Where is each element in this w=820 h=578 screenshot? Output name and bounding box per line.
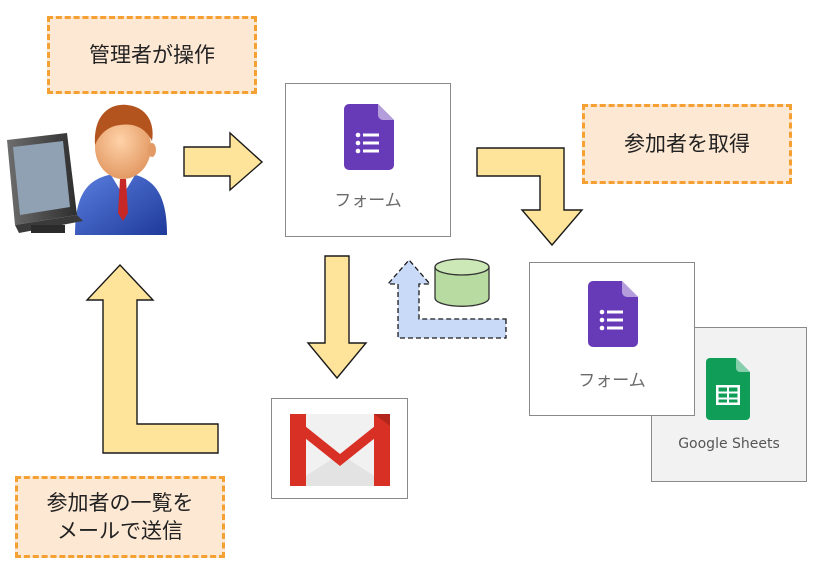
form-card-right-label: フォーム (578, 371, 646, 391)
label-send-list-line1: 参加者の一覧を (46, 490, 194, 515)
label-get-participants: 参加者を取得 (582, 104, 792, 184)
arrow-form-to-sheets (476, 147, 584, 247)
label-send-list: 参加者の一覧を メールで送信 (15, 476, 225, 558)
label-get-participants-text: 参加者を取得 (624, 131, 750, 156)
admin-computer-icon (7, 104, 167, 235)
gmail-icon (290, 414, 390, 486)
google-forms-icon (344, 104, 394, 170)
form-card-right: フォーム (529, 262, 695, 416)
arrow-admin-to-form (183, 131, 264, 192)
arrow-form-to-gmail (306, 255, 368, 380)
label-admin-operates: 管理者が操作 (47, 16, 257, 94)
label-admin-operates-text: 管理者が操作 (89, 42, 215, 67)
google-forms-icon-right (588, 281, 638, 347)
database-icon (434, 258, 490, 307)
arrow-email-to-admin (85, 263, 219, 454)
gmail-card (271, 398, 408, 499)
arrow-sheets-to-form-dashed (386, 259, 507, 339)
google-sheets-icon (706, 358, 750, 420)
label-send-list-line2: メールで送信 (57, 519, 183, 543)
form-card-top: フォーム (285, 83, 451, 237)
form-card-top-label: フォーム (334, 191, 402, 211)
sheets-card-label: Google Sheets (678, 436, 780, 452)
